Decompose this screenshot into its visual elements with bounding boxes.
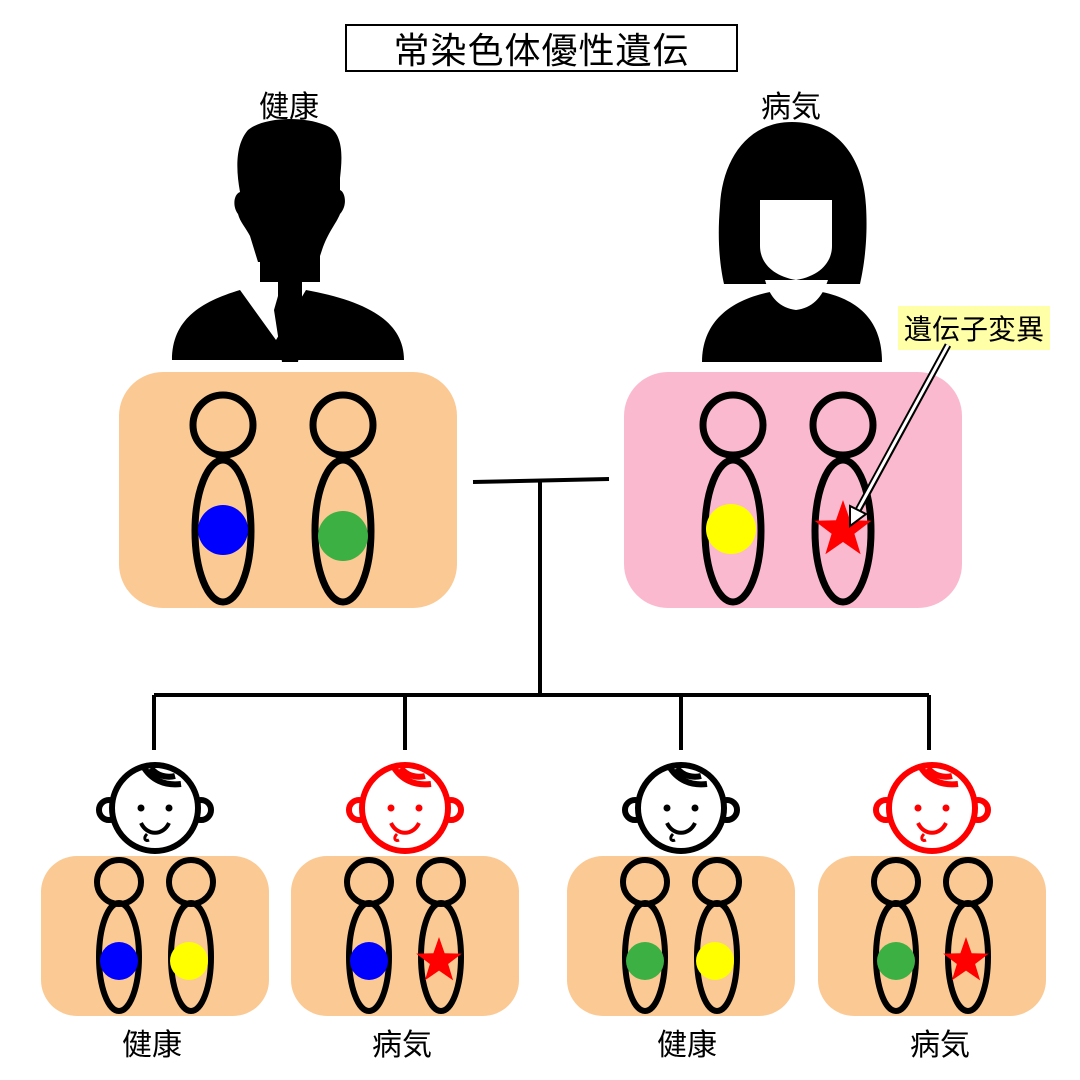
father-chromosome-pair: [189, 391, 377, 606]
mother-chromosome-pair: [699, 391, 877, 606]
allele-blue: [350, 942, 388, 980]
baby-face-icon: [873, 762, 991, 854]
father-allele-green: [318, 511, 368, 561]
child-1: [41, 762, 269, 1016]
mutation-callout-label: 遺伝子変異: [898, 306, 1051, 350]
child-1-status-label: 健康: [122, 1028, 182, 1063]
child-2-status-label: 病気: [372, 1028, 432, 1063]
mother-status-label: 病気: [761, 90, 821, 125]
child-chromosome-box: [41, 856, 269, 1016]
baby-face-icon: [346, 762, 464, 854]
allele-green: [626, 942, 664, 980]
child-3: [567, 762, 795, 1016]
allele-blue: [100, 942, 138, 980]
baby-face-icon: [96, 762, 214, 854]
allele-yellow: [170, 942, 208, 980]
child-3-status-label: 健康: [657, 1028, 717, 1063]
child-chromosome-box: [567, 856, 795, 1016]
father-allele-blue: [198, 505, 248, 555]
diagram-title: 常染色体優性遺伝: [345, 24, 738, 72]
allele-yellow: [696, 942, 734, 980]
child-chromosome-pair: [620, 857, 742, 1014]
child-4-status-label: 病気: [910, 1028, 970, 1063]
child-4: [818, 762, 1046, 1016]
allele-green: [877, 942, 915, 980]
mother-silhouette-icon: [702, 122, 882, 362]
father-chromosome-box: [119, 372, 457, 608]
mother-allele-yellow: [706, 504, 756, 554]
baby-face-icon: [622, 762, 740, 854]
child-chromosome-pair: [94, 857, 216, 1014]
father-silhouette-icon: [172, 118, 404, 362]
mutation-pointer-arrow: [849, 343, 952, 528]
child-2: [291, 762, 519, 1016]
pedigree-lines: [152, 477, 931, 750]
child-chromosome-box: [818, 856, 1046, 1016]
child-chromosome-box: [291, 856, 519, 1016]
